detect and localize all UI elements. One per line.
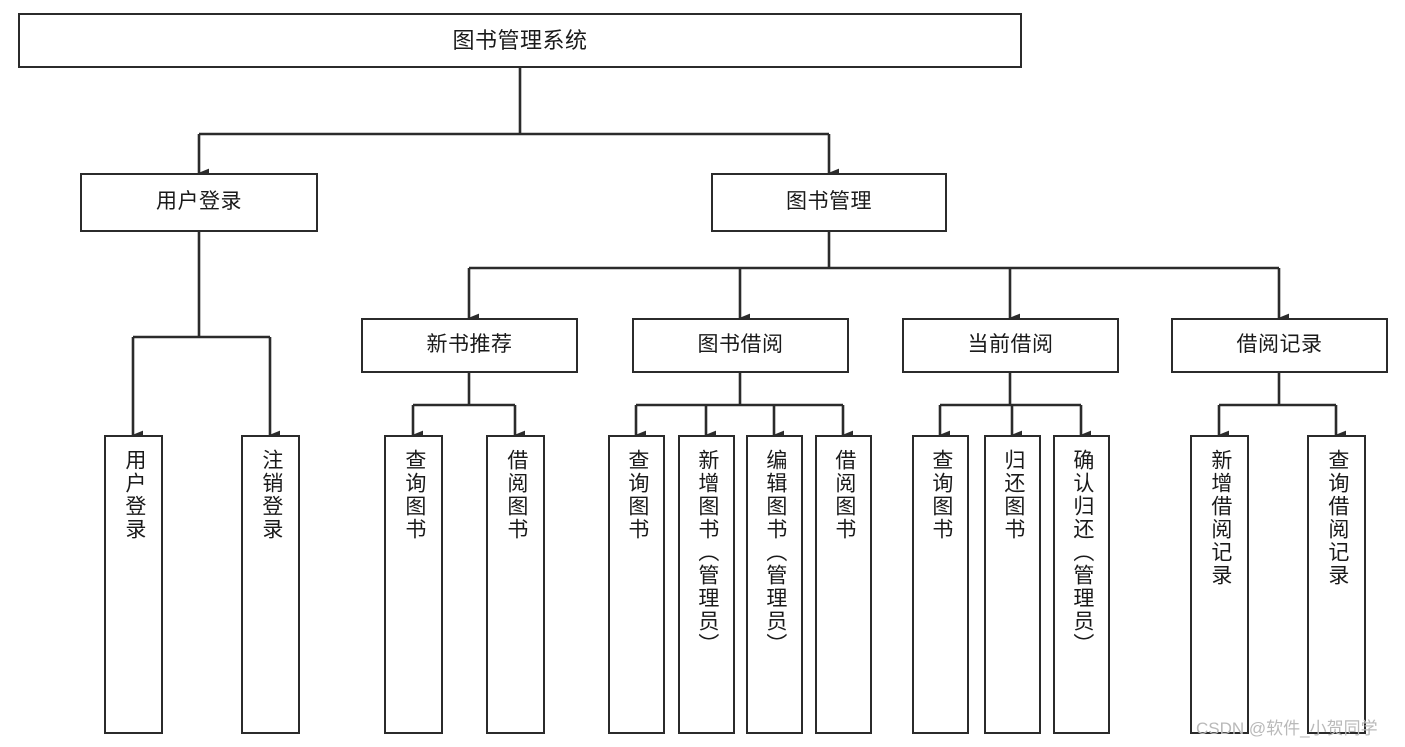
connector-newbook-to-leaves — [411, 373, 526, 440]
connector-borrowrecord-to-leaves — [1217, 373, 1347, 440]
node-book-management-label: 图书管理 — [786, 190, 872, 214]
connector-root-to-level2 — [197, 68, 840, 178]
leaf-logout-label: 注销登录 — [259, 449, 283, 541]
node-current-borrow-label: 当前借阅 — [967, 333, 1054, 357]
leaf-borrow-book-2[interactable]: 借阅图书 — [815, 435, 872, 734]
leaf-borrow-book-2-label: 借阅图书 — [832, 449, 856, 541]
node-user-login-label: 用户登录 — [156, 190, 242, 214]
node-book-borrow-label: 图书借阅 — [697, 333, 784, 357]
leaf-query-book-2-label: 查询图书 — [625, 449, 649, 541]
leaf-return-book[interactable]: 归还图书 — [984, 435, 1041, 734]
leaf-query-book-3[interactable]: 查询图书 — [912, 435, 969, 734]
leaf-add-borrow-record[interactable]: 新增借阅记录 — [1190, 435, 1249, 734]
leaf-query-book-3-label: 查询图书 — [929, 449, 953, 541]
connector-bookborrow-to-leaves — [634, 373, 854, 440]
node-book-management[interactable]: 图书管理 — [711, 173, 947, 232]
node-new-book-recommend[interactable]: 新书推荐 — [361, 318, 578, 373]
leaf-return-book-label: 归还图书 — [1001, 449, 1025, 541]
node-root-system-label: 图书管理系统 — [452, 27, 588, 53]
leaf-add-borrow-record-label: 新增借阅记录 — [1208, 449, 1232, 587]
leaf-query-book-1[interactable]: 查询图书 — [384, 435, 443, 734]
node-new-book-recommend-label: 新书推荐 — [426, 333, 513, 357]
node-borrow-record[interactable]: 借阅记录 — [1171, 318, 1388, 373]
leaf-query-book-2[interactable]: 查询图书 — [608, 435, 665, 734]
leaf-query-borrow-record[interactable]: 查询借阅记录 — [1307, 435, 1366, 734]
node-user-login[interactable]: 用户登录 — [80, 173, 318, 232]
leaf-edit-book-admin-label: 编辑图书（管理员） — [763, 449, 787, 656]
connector-bookmanage-to-level3 — [467, 232, 1290, 323]
leaf-query-borrow-record-label: 查询借阅记录 — [1325, 449, 1349, 587]
node-root-system[interactable]: 图书管理系统 — [18, 13, 1022, 68]
connector-currentborrow-to-leaves — [938, 373, 1092, 440]
leaf-add-book-admin-label: 新增图书（管理员） — [695, 449, 719, 656]
leaf-logout[interactable]: 注销登录 — [241, 435, 300, 734]
leaf-user-login[interactable]: 用户登录 — [104, 435, 163, 734]
node-book-borrow[interactable]: 图书借阅 — [632, 318, 849, 373]
node-current-borrow[interactable]: 当前借阅 — [902, 318, 1119, 373]
node-borrow-record-label: 借阅记录 — [1236, 333, 1323, 357]
leaf-borrow-book-1[interactable]: 借阅图书 — [486, 435, 545, 734]
leaf-edit-book-admin[interactable]: 编辑图书（管理员） — [746, 435, 803, 734]
leaf-confirm-return-admin-label: 确认归还（管理员） — [1070, 449, 1094, 656]
csdn-watermark: CSDN @软件_小贺同学 — [1196, 719, 1378, 738]
leaf-confirm-return-admin[interactable]: 确认归还（管理员） — [1053, 435, 1110, 734]
leaf-borrow-book-1-label: 借阅图书 — [504, 449, 528, 541]
connector-userlogin-to-leaves — [131, 232, 281, 440]
leaf-user-login-label: 用户登录 — [122, 449, 146, 541]
leaf-query-book-1-label: 查询图书 — [402, 449, 426, 541]
leaf-add-book-admin[interactable]: 新增图书（管理员） — [678, 435, 735, 734]
